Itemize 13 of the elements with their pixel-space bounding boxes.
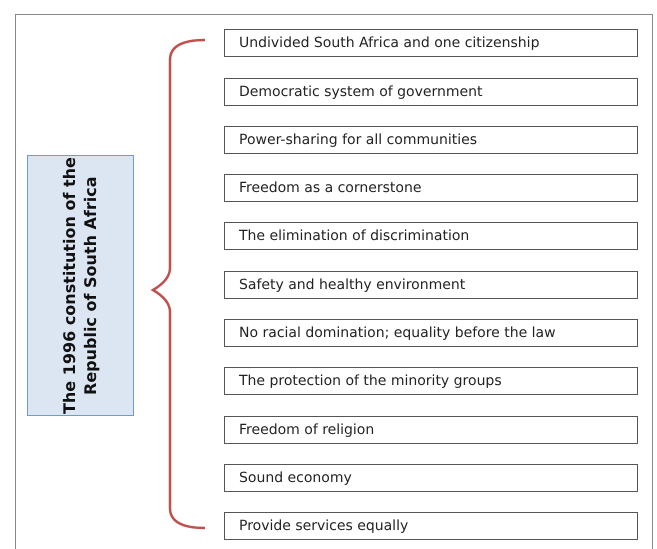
principle-box: Freedom as a cornerstone: [224, 174, 638, 202]
principle-box: Sound economy: [224, 464, 638, 492]
principle-box: No racial domination; equality before the law: [224, 319, 638, 347]
principle-box: Safety and healthy environment: [224, 271, 638, 299]
principle-box: Undivided South Africa and one citizenship: [224, 29, 638, 57]
principle-box: The elimination of discrimination: [224, 222, 638, 250]
principle-box: Democratic system of government: [224, 78, 638, 106]
principle-box: Provide services equally: [224, 512, 638, 540]
principle-box: The protection of the minority groups: [224, 367, 638, 395]
principle-box: Freedom of religion: [224, 416, 638, 444]
title-box: [27, 155, 134, 416]
vertical-title-text: The 1996 constitution of the Republic of South Africa: [60, 156, 100, 415]
principle-box: Power-sharing for all communities: [224, 126, 638, 154]
